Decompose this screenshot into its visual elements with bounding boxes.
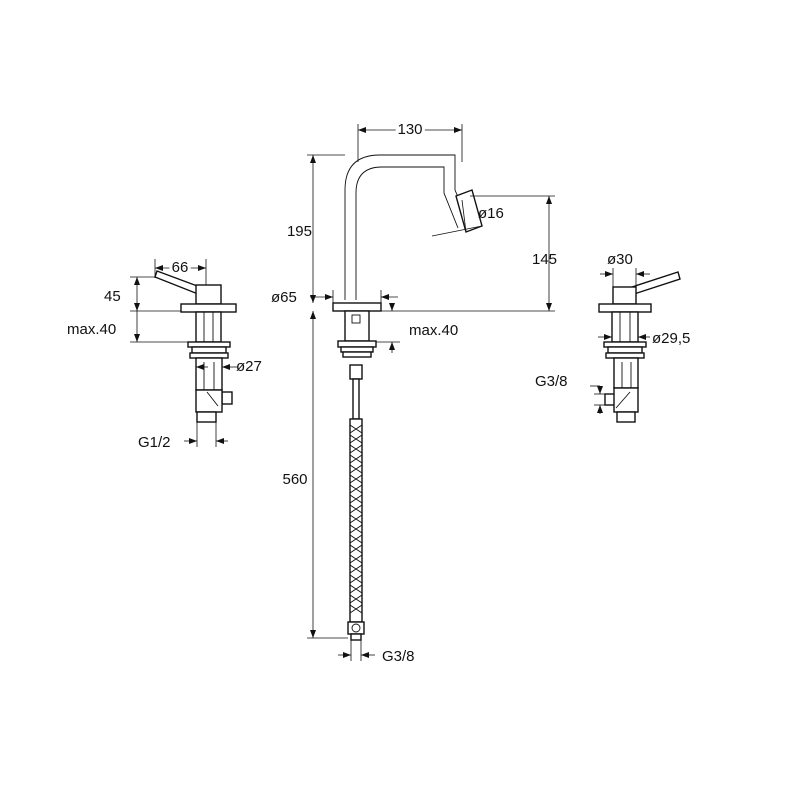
label-right-body-diameter: ø30 [607, 251, 633, 268]
right-nut-bottom [605, 352, 645, 359]
spout-nut-bottom [340, 346, 374, 353]
spout-inner-line [355, 166, 459, 300]
right-valve-assembly [598, 271, 681, 423]
left-nut-top [187, 341, 231, 348]
label-spout-height: 195 [287, 223, 312, 240]
right-handle-body [612, 286, 637, 305]
right-lever [631, 271, 681, 295]
label-left-deck-thickness: max.40 [67, 321, 116, 338]
spout-base-rosette [332, 302, 382, 312]
label-left-shank-diameter: ø27 [236, 358, 262, 375]
spout-nut-top [337, 340, 377, 348]
label-outlet-height: 145 [532, 251, 557, 268]
right-tee [613, 387, 639, 413]
label-outlet-diameter: ø16 [478, 205, 504, 222]
right-nut-top [603, 341, 647, 348]
label-left-handle-height: 45 [104, 288, 121, 305]
left-lower-body [195, 357, 223, 391]
hose-braid-pattern [349, 424, 363, 614]
label-right-connection: G3/8 [535, 373, 568, 390]
spout-washer [342, 351, 372, 358]
left-bottom-connection [196, 411, 217, 423]
left-rosette [180, 303, 237, 313]
label-left-connection: G1/2 [138, 434, 171, 451]
spout-shank-slot [351, 314, 361, 324]
right-bottom-connection [616, 411, 636, 423]
left-shank [195, 311, 222, 343]
spout-dimensions: 130 195 ø16 145 ø65 max.40 [271, 118, 557, 665]
left-tee [195, 389, 223, 413]
label-hose-connection: G3/8 [382, 648, 415, 665]
left-nut-mid [191, 346, 227, 354]
right-nut-mid [607, 346, 643, 354]
spout-shank [344, 310, 370, 342]
left-valve-dimensions: 66 45 max.40 ø27 G1/2 [67, 256, 262, 451]
left-valve-assembly [154, 270, 237, 423]
hose-end-bore [351, 623, 361, 633]
left-side-outlet [221, 391, 233, 405]
label-right-shank-diameter: ø29,5 [652, 330, 690, 347]
spout-connector [349, 364, 363, 380]
label-deck-thickness-center: max.40 [409, 322, 458, 339]
label-base-diameter: ø65 [271, 289, 297, 306]
right-valve-dimensions: ø30 ø29,5 G3/8 [535, 251, 690, 414]
label-hose-length: 560 [282, 471, 307, 488]
spout-outer-line [344, 154, 471, 300]
left-handle-body [195, 284, 222, 305]
hose-upper [352, 378, 360, 420]
right-shank [611, 311, 639, 343]
spout-assembly [332, 154, 483, 641]
left-nut-bottom [189, 352, 229, 359]
label-left-lever-length: 66 [172, 259, 189, 276]
label-spout-reach: 130 [397, 121, 422, 138]
right-lower-body [613, 357, 639, 389]
right-rosette [598, 303, 652, 313]
hose-end-thread [350, 633, 362, 641]
